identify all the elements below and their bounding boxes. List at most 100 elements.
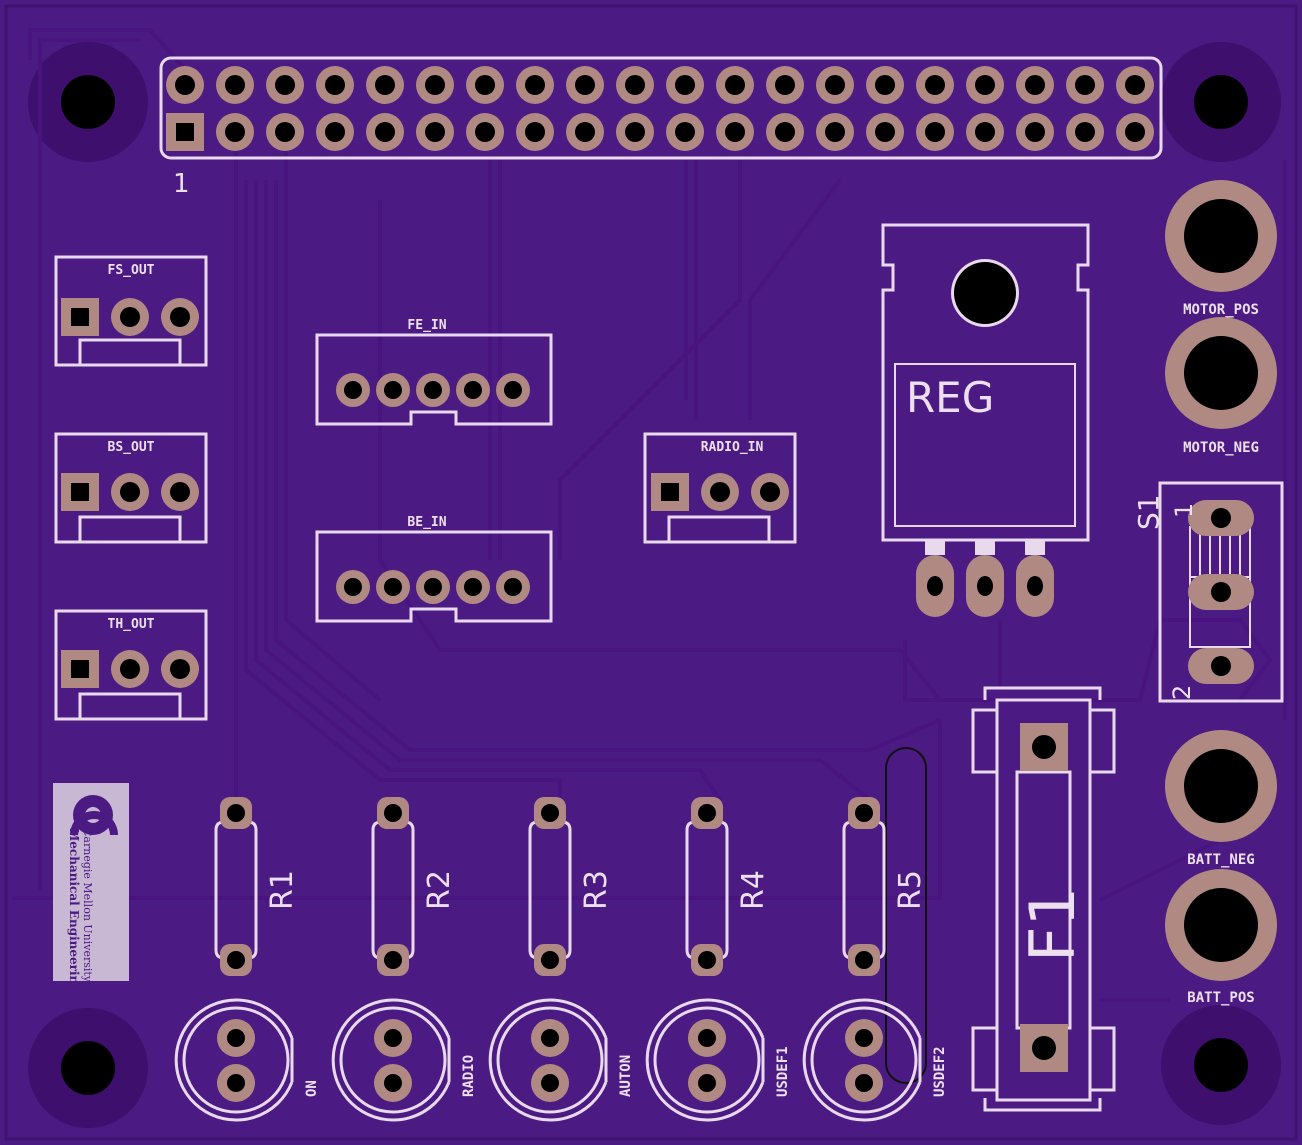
resistor-label: R3 <box>579 870 614 910</box>
header-pin <box>566 113 604 151</box>
resistor-r4: R4 <box>685 797 771 976</box>
be-in-connector: BE_IN <box>315 515 553 623</box>
switch-pin2-label: 2 <box>1168 685 1196 700</box>
header-pin <box>416 113 454 151</box>
fe-in-label: FE_IN <box>407 318 446 333</box>
led-auton: AUTON <box>488 998 634 1122</box>
header-pin <box>316 113 354 151</box>
header-pin <box>516 66 554 104</box>
header-pin <box>1066 66 1104 104</box>
led-label: AUTON <box>618 1055 634 1097</box>
led-usdef1: USDEF1 <box>645 998 791 1122</box>
led-label: RADIO <box>461 1055 477 1097</box>
resistor-r3: R3 <box>528 797 614 976</box>
resistor-r5: R5 <box>842 797 928 976</box>
switch-pin1-label: 1 <box>1170 503 1198 518</box>
header-pin <box>716 113 754 151</box>
mounting-holes <box>28 42 1281 1128</box>
fuse-f1: F1 <box>971 686 1116 1112</box>
switch-label: S1 <box>1132 494 1165 530</box>
header-pin <box>616 66 654 104</box>
cmu-logo: Mechanical Engineering Carnegie Mellon U… <box>53 783 129 993</box>
header-pin <box>816 66 854 104</box>
header-pin <box>966 66 1004 104</box>
led-label: USDEF2 <box>932 1046 948 1097</box>
led-radio: RADIO <box>331 998 477 1122</box>
resistor-label: R5 <box>893 870 928 910</box>
header-pin <box>366 113 404 151</box>
radio-in-connector: RADIO_IN <box>643 432 797 544</box>
resistor-label: R4 <box>736 870 771 910</box>
connector-pin <box>416 373 450 407</box>
th-out-label: TH_OUT <box>108 617 155 632</box>
header-pin <box>816 113 854 151</box>
resistor-r1: R1 <box>214 797 300 976</box>
logo-line2: Carnegie Mellon University <box>81 828 94 983</box>
header-pin <box>1016 113 1054 151</box>
resistor-label: R1 <box>265 870 300 910</box>
bs-out-connector: BS_OUT <box>54 432 208 544</box>
header-pin <box>366 66 404 104</box>
header-pin <box>316 66 354 104</box>
header-pin <box>716 66 754 104</box>
header-pin <box>266 113 304 151</box>
resistor-label: R2 <box>422 870 457 910</box>
mounting-hole-top-right <box>1194 75 1248 129</box>
header-pin <box>166 113 204 151</box>
terminal-batt-pos: BATT_POS <box>1165 869 1277 1006</box>
header-pin <box>966 113 1004 151</box>
logo-line1: Mechanical Engineering <box>67 828 81 993</box>
fs-out-connector: FS_OUT <box>54 255 208 367</box>
connector-pin <box>336 570 370 604</box>
batt-neg-label: BATT_NEG <box>1187 852 1254 868</box>
copper-traces <box>12 28 1287 1002</box>
header-pin <box>466 66 504 104</box>
header-pin <box>866 66 904 104</box>
header-pin <box>166 66 204 104</box>
connector-pin <box>456 373 490 407</box>
regulator-label: REG <box>906 373 994 422</box>
header-pin <box>616 113 654 151</box>
header-pin <box>1016 66 1054 104</box>
header-pin1-label: 1 <box>173 169 190 199</box>
be-in-label: BE_IN <box>407 515 446 530</box>
radio-in-label: RADIO_IN <box>701 440 764 455</box>
header-pin <box>766 113 804 151</box>
motor-pos-label: MOTOR_POS <box>1183 302 1259 318</box>
header-pin <box>516 113 554 151</box>
led-on: ON <box>174 998 320 1122</box>
switch-s1: S1 1 2 <box>1132 481 1284 703</box>
gpio-header <box>159 56 1163 160</box>
connector-pin <box>496 570 530 604</box>
header-pin <box>266 66 304 104</box>
mounting-hole-bottom-right <box>1194 1038 1248 1092</box>
fuse-label: F1 <box>1016 887 1089 962</box>
header-pin <box>216 113 254 151</box>
header-pin <box>416 66 454 104</box>
connector-pin <box>336 373 370 407</box>
header-pin <box>866 113 904 151</box>
header-pin <box>766 66 804 104</box>
header-pin <box>466 113 504 151</box>
fs-out-label: FS_OUT <box>108 263 155 278</box>
th-out-connector: TH_OUT <box>54 609 208 721</box>
batt-pos-label: BATT_POS <box>1187 990 1254 1006</box>
header-pin <box>916 66 954 104</box>
connector-pin <box>496 373 530 407</box>
terminal-batt-neg: BATT_NEG <box>1165 730 1277 868</box>
resistor-r2: R2 <box>371 797 457 976</box>
header-pin <box>666 66 704 104</box>
header-pin <box>666 113 704 151</box>
connector-pin <box>416 570 450 604</box>
header-pin <box>566 66 604 104</box>
led-group: ON RADIO AUTON USDEF1 USDEF2 <box>174 998 948 1122</box>
header-pin <box>216 66 254 104</box>
terminal-motor-neg: MOTOR_NEG <box>1165 317 1277 456</box>
led-usdef2: USDEF2 <box>802 998 948 1122</box>
terminal-motor-pos: MOTOR_POS <box>1165 180 1277 318</box>
bs-out-label: BS_OUT <box>108 440 155 455</box>
header-pin <box>1116 113 1154 151</box>
voltage-regulator: REG <box>881 223 1090 617</box>
